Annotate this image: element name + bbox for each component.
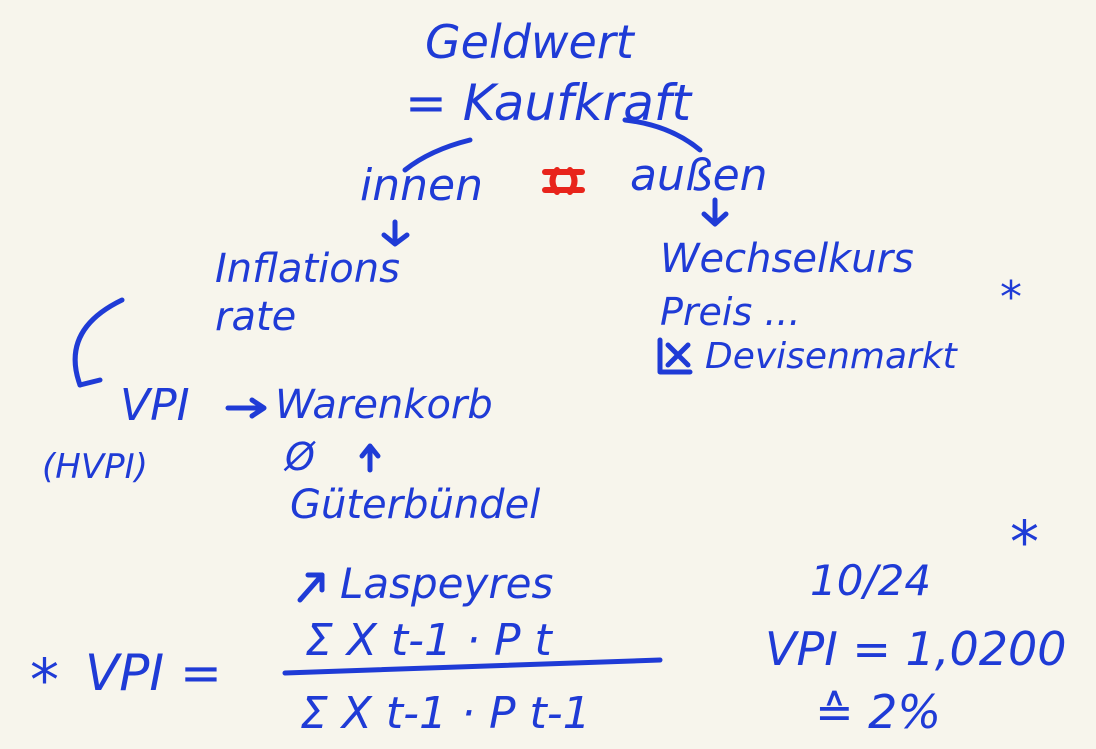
cross-box-icon (657, 337, 693, 375)
arrow-right-icon (225, 397, 267, 419)
arrow-up-icon (359, 443, 381, 473)
curved-arrow-icon (72, 297, 125, 388)
devisenmarkt-label: Devisenmarkt (705, 336, 959, 377)
inflationsrate-line1: Inflations (215, 246, 400, 292)
label-innen: innen (360, 160, 483, 211)
arrow-diagonal-icon (297, 572, 325, 603)
title-geldwert: Geldwert (425, 15, 636, 69)
formula-numerator: Σ X t-1 · P t (305, 615, 554, 666)
opposite-symbol-icon (542, 167, 585, 195)
formula-denominator: Σ X t-1 · P t-1 (300, 688, 591, 739)
laspeyres-label: Laspeyres (340, 559, 553, 608)
star-formula: * (30, 646, 59, 714)
guterbundel-label: Güterbündel (290, 482, 540, 528)
label-aussen: außen (630, 150, 768, 201)
branch-stroke-left (402, 137, 473, 173)
result-value: VPI = 1,0200 (765, 622, 1067, 676)
star-right-lower: * (1010, 508, 1039, 576)
preis-label: Preis ... (660, 290, 801, 334)
date-label: 10/24 (810, 556, 931, 605)
star-right-upper: * (1000, 272, 1022, 323)
fraction-bar (282, 657, 663, 676)
formula-lhs: VPI = (85, 644, 222, 702)
vpi-label: VPI (120, 380, 190, 431)
arrow-down-right-icon (701, 197, 729, 227)
warenkorb-label: Warenkorb (275, 382, 493, 428)
arrow-down-left-icon (381, 219, 410, 247)
inflationsrate-line2: rate (215, 294, 296, 340)
wechselkurs-label: Wechselkurs (660, 236, 914, 282)
average-symbol: Ø (283, 435, 316, 479)
branch-stroke-right (622, 117, 703, 153)
hvpi-label: (HVPI) (42, 447, 148, 487)
result-percent: ≙ 2% (815, 685, 941, 739)
